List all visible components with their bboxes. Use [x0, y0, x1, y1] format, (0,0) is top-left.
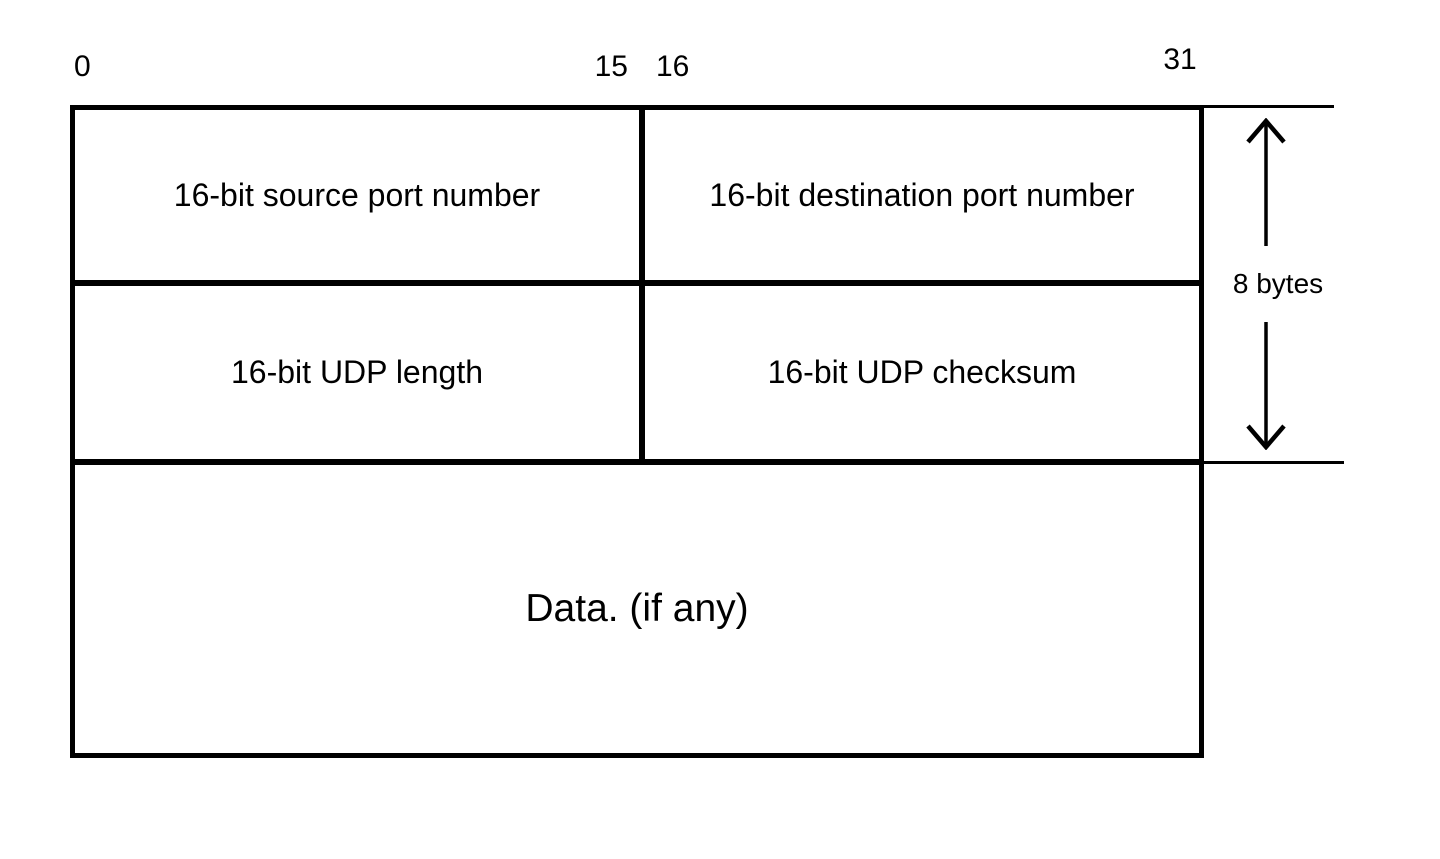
size-label: 8 bytes — [1232, 268, 1324, 299]
bit-label-15: 15 — [594, 50, 628, 83]
cell-udp-length: 16-bit UDP length — [231, 354, 483, 391]
column-divider — [639, 110, 645, 465]
size-bracket-bottom-line — [1204, 461, 1344, 464]
cell-destination-port: 16-bit destination port number — [709, 176, 1135, 213]
size-bracket-top-line — [1204, 105, 1334, 108]
down-arrow-icon — [1246, 322, 1286, 450]
row-divider-1 — [75, 280, 1199, 286]
row-divider-2 — [75, 459, 1199, 465]
up-arrow-icon — [1246, 118, 1286, 246]
cell-udp-checksum: 16-bit UDP checksum — [767, 354, 1077, 391]
bit-label-31: 31 — [1163, 43, 1197, 76]
bit-label-0: 0 — [74, 50, 91, 83]
header-outline-box — [70, 105, 1204, 758]
bit-label-16: 16 — [656, 50, 690, 83]
cell-source-port: 16-bit source port number — [173, 176, 541, 213]
cell-data: Data. (if any) — [525, 586, 749, 630]
